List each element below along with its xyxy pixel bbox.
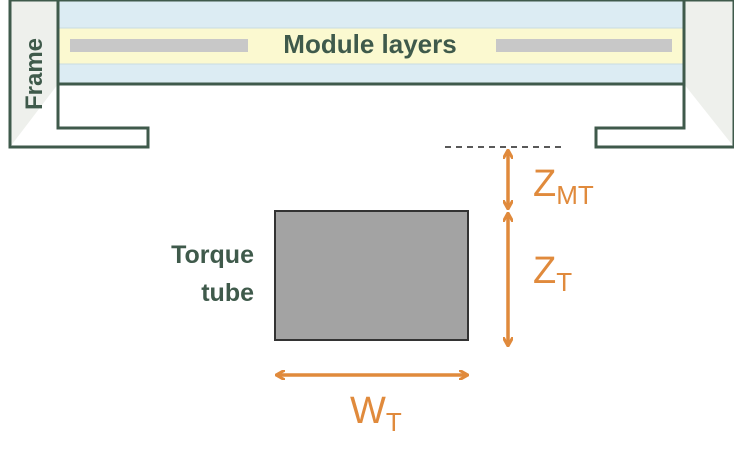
cell-strip-right [496,39,672,52]
z-t-label: ZT [533,250,572,297]
frame-left-foot [10,84,150,149]
torque-tube [274,210,469,341]
frame [8,0,734,149]
frame-label: Frame [21,38,48,110]
module-outline [56,0,686,86]
torque-tube-label-line2: tube [201,279,254,307]
z-mt-label: ZMT [533,163,594,210]
w-t-label: WT [350,390,402,437]
cell-strip-left [70,39,248,52]
module-layer-top [58,0,684,28]
module-layers-label: Module layers [283,29,456,59]
module-layers: Module layers [56,0,686,86]
torque-tube-label-line1: Torque [171,241,254,269]
frame-right-foot [594,84,734,149]
module-layer-bottom [58,64,684,84]
